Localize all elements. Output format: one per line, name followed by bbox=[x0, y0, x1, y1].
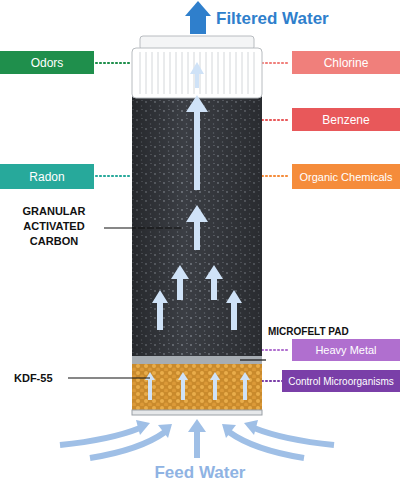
part-name: KDF-55 bbox=[14, 371, 66, 386]
contaminant-tag: Radon bbox=[0, 164, 94, 189]
contaminant-tag: Chlorine bbox=[292, 51, 400, 74]
inflow-arrows bbox=[60, 428, 334, 458]
contaminant-tag: Organic Chemicals bbox=[292, 164, 400, 189]
contaminant-tag: Odors bbox=[0, 51, 94, 74]
tag-text: Odors bbox=[31, 56, 64, 70]
contaminant-tag: Control Microorganisms bbox=[282, 370, 400, 392]
contaminant-tag: Benzene bbox=[292, 108, 400, 131]
flow-label: Filtered Water bbox=[216, 8, 396, 31]
contaminant-tag: Heavy Metal bbox=[292, 339, 400, 361]
kdf-media bbox=[132, 364, 262, 412]
leader-lines bbox=[68, 228, 266, 378]
tag-text: Control Microorganisms bbox=[288, 376, 394, 387]
tag-text: Benzene bbox=[322, 113, 369, 127]
bottom-cap bbox=[132, 410, 262, 415]
tag-text: Organic Chemicals bbox=[300, 171, 393, 183]
tag-text: Chlorine bbox=[324, 56, 369, 70]
flow-arrows bbox=[145, 62, 250, 400]
part-name: GRANULAR ACTIVATED CARBON bbox=[6, 204, 102, 249]
top-cap bbox=[132, 36, 262, 98]
part-name: MICROFELT PAD bbox=[268, 325, 398, 339]
body-shade bbox=[132, 95, 262, 415]
tag-text: Heavy Metal bbox=[315, 344, 376, 356]
flow-label: Feed Water bbox=[100, 462, 300, 485]
tag-text: Radon bbox=[29, 170, 64, 184]
inflow-heads bbox=[136, 419, 258, 438]
outflow-arrow bbox=[185, 1, 211, 34]
